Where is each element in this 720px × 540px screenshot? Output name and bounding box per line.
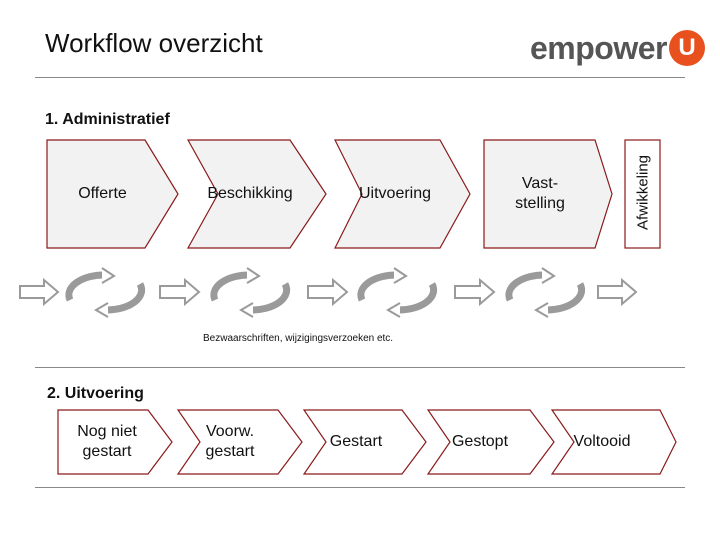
footer-divider <box>35 487 685 488</box>
chevron-offerte <box>46 139 179 249</box>
cycle-icon-3 <box>357 267 438 318</box>
loop-row <box>19 277 638 307</box>
chevron-gestart <box>302 409 427 475</box>
loop-note: Bezwaarschriften, wijzigingsverzoeken et… <box>203 333 394 344</box>
section2-label: 2. Uitvoering <box>47 385 144 402</box>
stage-voltooid-label: Voltooid <box>573 433 631 450</box>
chevron-nog-niet-gestart <box>57 409 173 475</box>
header-divider <box>35 77 685 78</box>
hollow-arrow-4 <box>454 277 496 307</box>
stage-uitvoering-label: Uitvoering <box>358 185 432 202</box>
hollow-arrow-2 <box>159 277 201 307</box>
hollow-arrow-5 <box>597 277 638 307</box>
hollow-arrow-3 <box>307 277 349 307</box>
empower-logo: empower U <box>530 28 705 68</box>
section2-flow <box>57 409 677 475</box>
stage-offerte-label: Offerte <box>78 185 127 202</box>
chevron-voorw-gestart <box>176 409 303 475</box>
logo-text: empower <box>530 29 667 66</box>
cycle-icon-4 <box>505 267 586 318</box>
cycle-icon-1 <box>65 267 146 318</box>
chevron-voltooid <box>550 409 677 475</box>
section1-label: 1. Administratief <box>45 111 170 128</box>
stage-vaststelling-label: Vast- stelling <box>515 175 565 212</box>
stage-voorw-gestart-label: Voorw. gestart <box>205 423 255 460</box>
chevron-beschikking <box>186 139 327 249</box>
hollow-arrow-1 <box>19 277 60 307</box>
chevron-uitvoering <box>334 139 471 249</box>
logo-badge: U <box>668 30 705 66</box>
chevron-vaststelling <box>483 139 613 249</box>
stage-beschikking-label: Beschikking <box>207 185 293 202</box>
stage-gestart-label: Gestart <box>329 433 383 450</box>
afwikkeling-label: Afwikkeling <box>634 154 652 231</box>
chevron-gestopt <box>426 409 555 475</box>
cycle-icon-2 <box>210 267 291 318</box>
section-divider <box>35 367 685 368</box>
page-title: Workflow overzicht <box>45 28 263 58</box>
stage-nog-niet-gestart-label: Nog niet gestart <box>77 423 137 460</box>
stage-gestopt-label: Gestopt <box>451 433 509 450</box>
afwikkeling-box <box>624 139 661 249</box>
cycle-icons <box>65 267 586 318</box>
